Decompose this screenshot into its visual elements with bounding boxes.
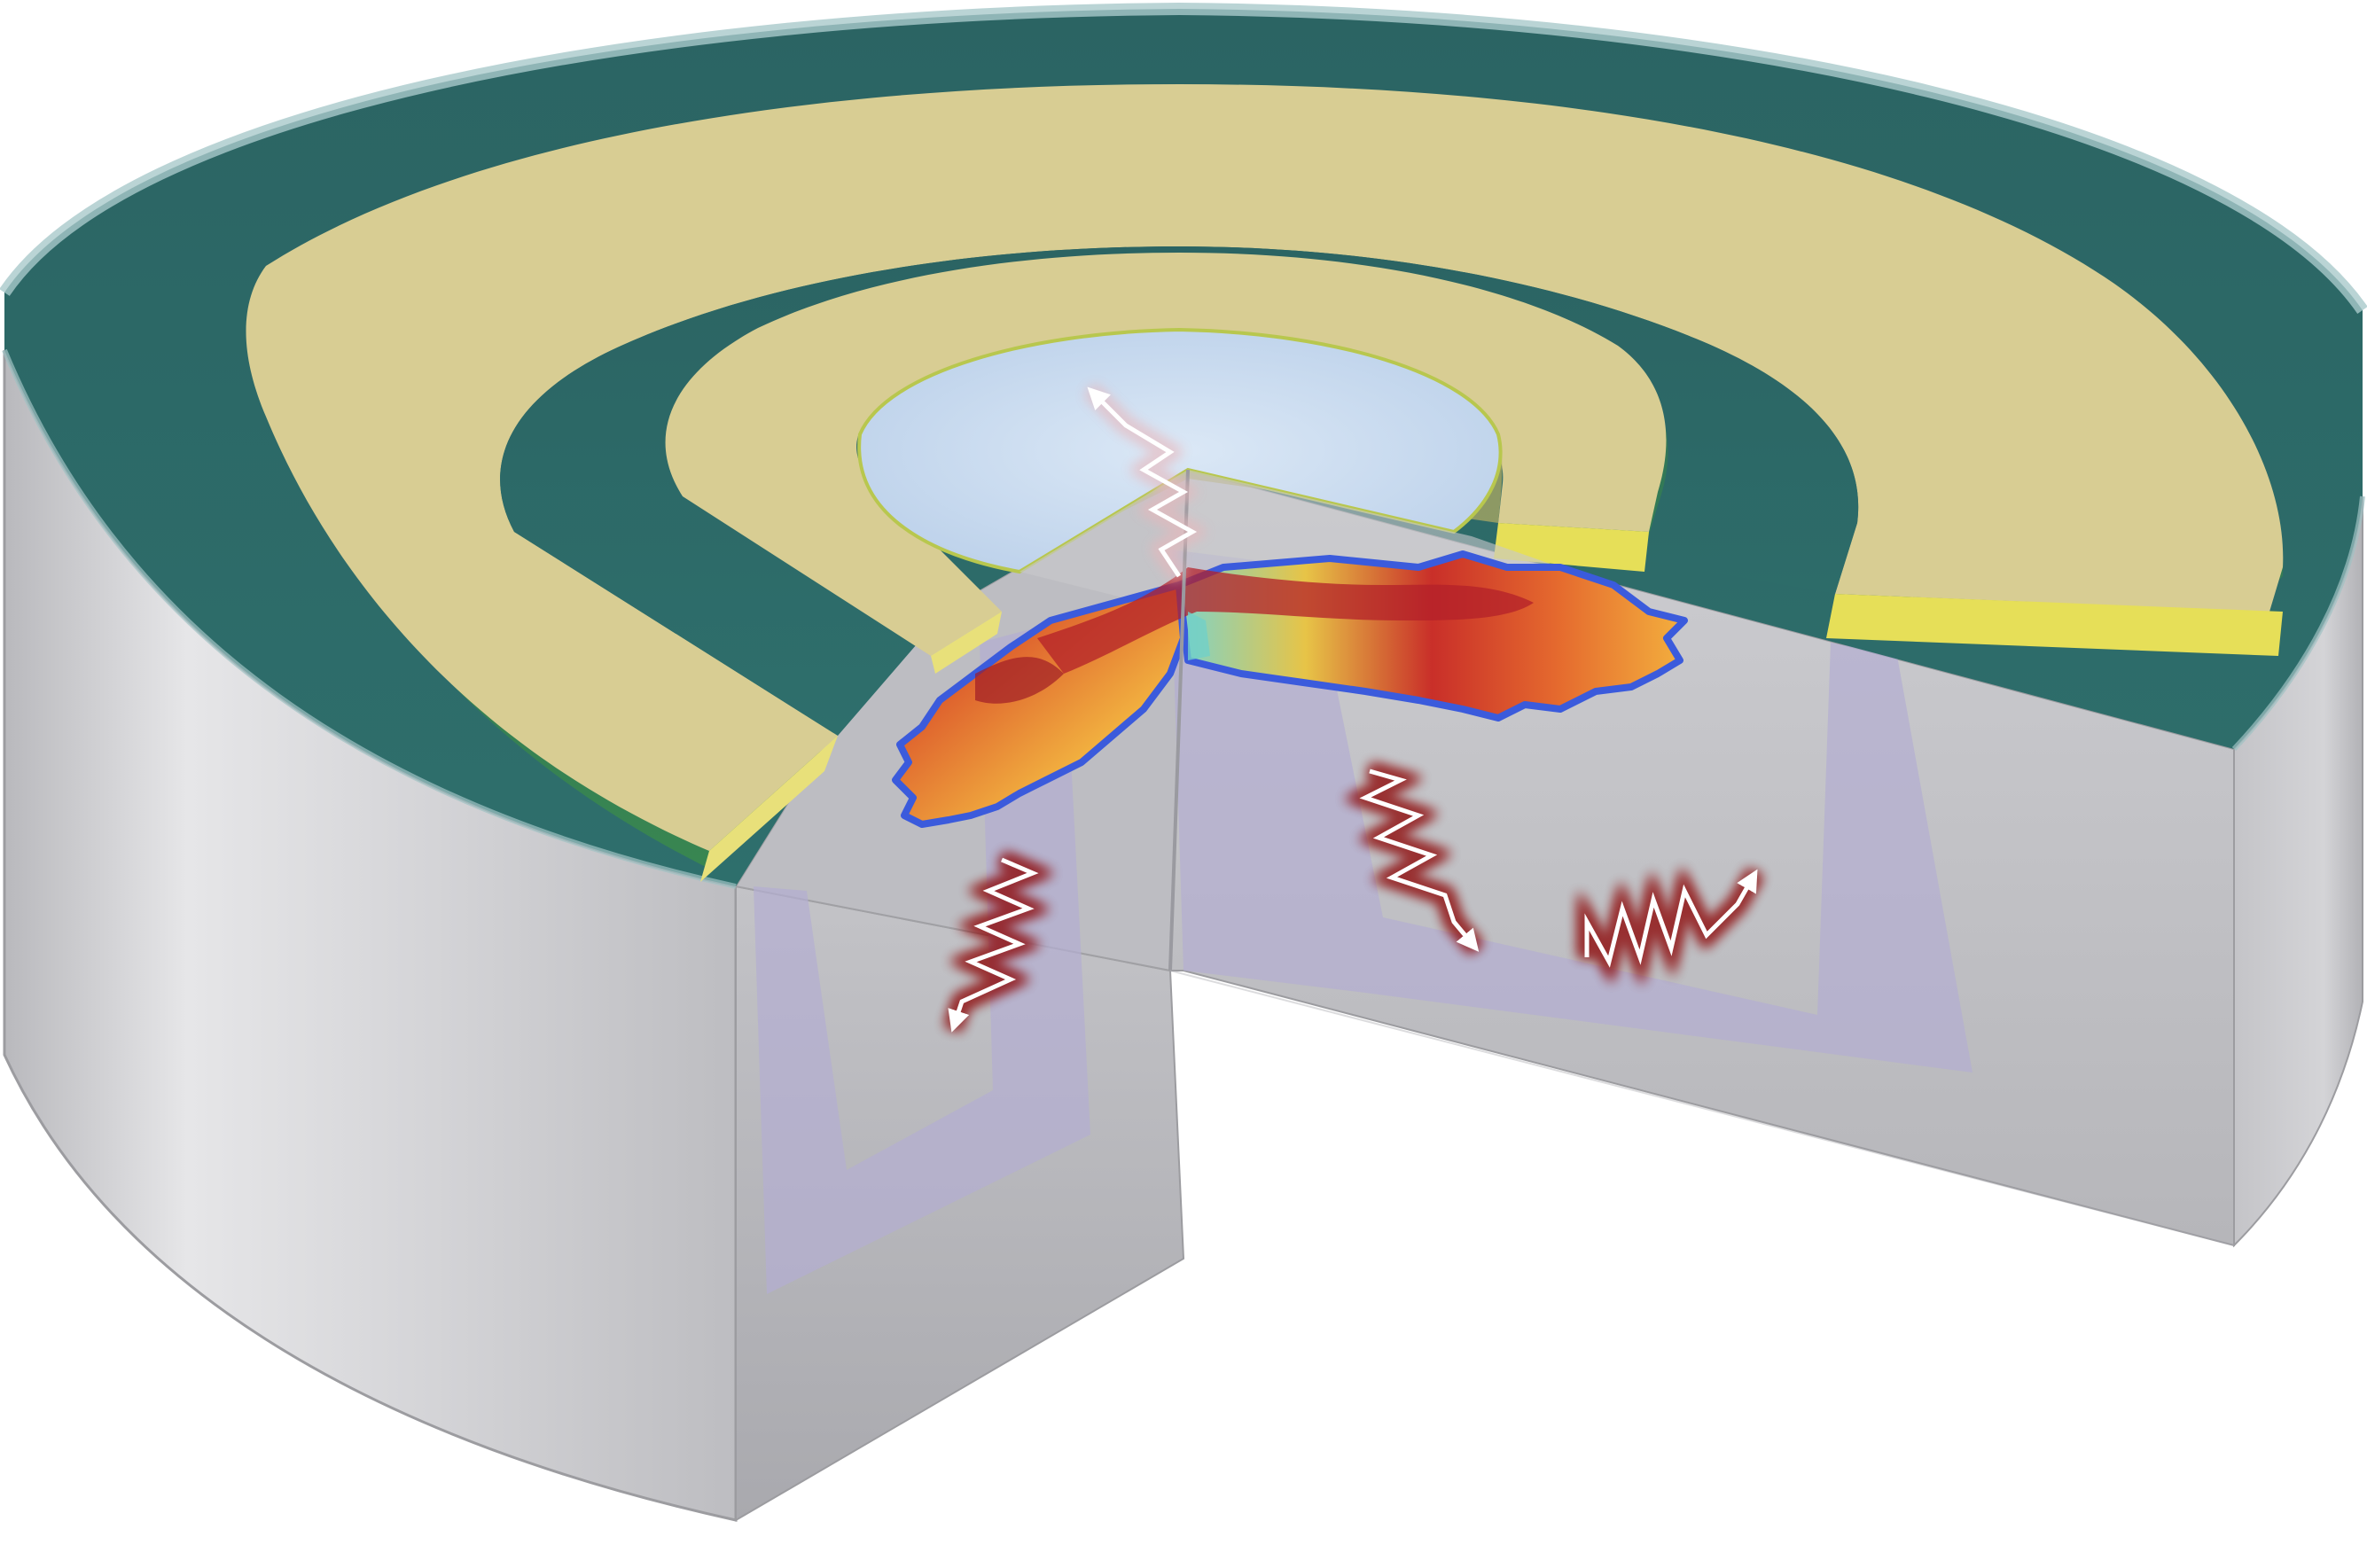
top-layer-rim-highlight: [0, 2, 2367, 314]
outer-electrode-ring: [246, 84, 2284, 882]
middle-dielectric-band: [500, 246, 1859, 736]
trench-back: [1170, 550, 1972, 1073]
photon-arrows: [945, 385, 1762, 1033]
photon-wave-arrow: [1085, 385, 1207, 581]
center-axis: [1168, 469, 2235, 1246]
inner-electrode-ring: [665, 253, 1668, 674]
photon-wave-arrow: [945, 852, 1054, 1033]
outer-ring-gold-edge: [1826, 594, 2283, 656]
photon-wave-arrow: [1344, 763, 1482, 954]
inner-ring-gold: [665, 253, 1667, 656]
photon-wave-arrow: [1579, 867, 1762, 986]
field-hot-core: [1037, 567, 1534, 674]
outer-ring-gold: [246, 84, 2284, 851]
field-distribution-heatmap: [892, 550, 1688, 828]
